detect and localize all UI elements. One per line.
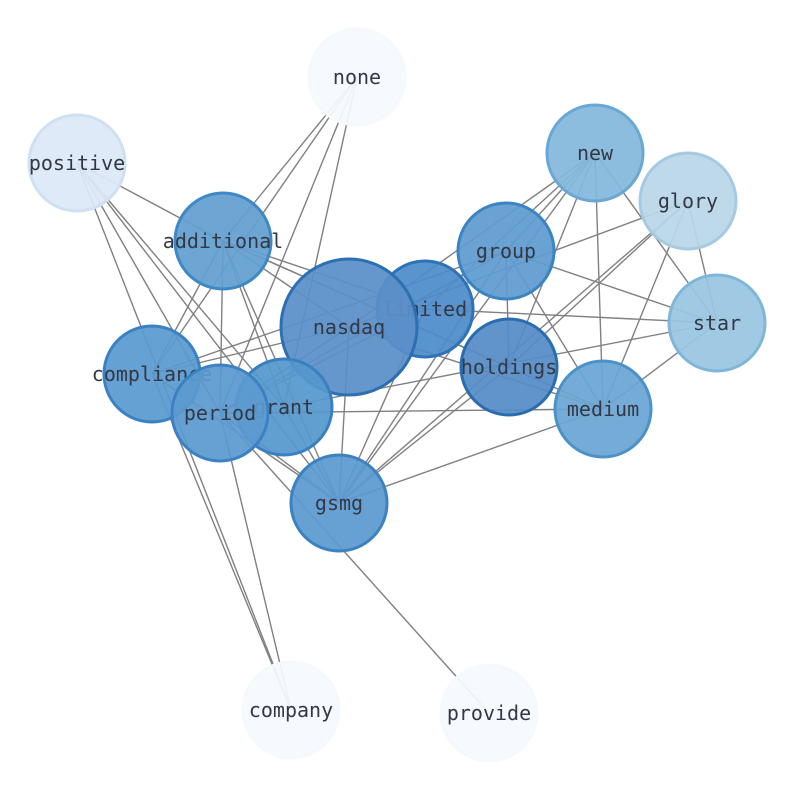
- node-holdings: holdings: [459, 317, 559, 417]
- node-label-holdings: holdings: [461, 355, 557, 379]
- node-circle-new: [545, 103, 645, 203]
- node-circle-provide: [439, 663, 539, 763]
- node-label-additional: additional: [163, 229, 283, 253]
- node-label-medium: medium: [567, 397, 639, 421]
- node-star: star: [667, 273, 767, 373]
- node-circle-glory: [638, 151, 738, 251]
- node-circle-additional: [173, 191, 273, 291]
- node-group: group: [456, 201, 556, 301]
- node-label-star: star: [693, 311, 741, 335]
- node-none: none: [307, 27, 407, 127]
- node-glory: glory: [638, 151, 738, 251]
- node-label-new: new: [577, 141, 614, 165]
- node-new: new: [545, 103, 645, 203]
- edge-period-company: [219, 412, 292, 711]
- node-circle-company: [241, 660, 341, 760]
- node-circle-medium: [553, 359, 653, 459]
- node-company: company: [241, 660, 341, 760]
- node-label-gsmg: gsmg: [315, 491, 363, 515]
- node-gsmg: gsmg: [289, 453, 389, 553]
- edge-group-gsmg: [338, 250, 507, 504]
- node-circle-none: [307, 27, 407, 127]
- node-positive: positive: [27, 113, 127, 213]
- node-label-none: none: [333, 65, 381, 89]
- edge-none-period: [219, 76, 358, 414]
- node-label-glory: glory: [658, 189, 718, 213]
- node-label-positive: positive: [29, 151, 125, 175]
- node-circle-group: [456, 201, 556, 301]
- node-circle-period: [170, 363, 270, 463]
- node-additional: additional: [163, 191, 283, 291]
- node-circle-gsmg: [289, 453, 389, 553]
- edge-positive-grant: [76, 162, 285, 408]
- node-label-provide: provide: [447, 701, 531, 725]
- node-label-group: group: [476, 239, 536, 263]
- node-label-company: company: [249, 698, 333, 722]
- node-label-period: period: [184, 401, 256, 425]
- node-circle-positive: [27, 113, 127, 213]
- node-circle-nasdaq: [279, 257, 419, 397]
- node-medium: medium: [553, 359, 653, 459]
- node-period: period: [170, 363, 270, 463]
- node-circle-star: [667, 273, 767, 373]
- edge-period-provide: [219, 412, 490, 714]
- node-provide: provide: [439, 663, 539, 763]
- node-nasdaq: nasdaq: [279, 257, 419, 397]
- node-circle-holdings: [459, 317, 559, 417]
- node-label-nasdaq: nasdaq: [313, 315, 385, 339]
